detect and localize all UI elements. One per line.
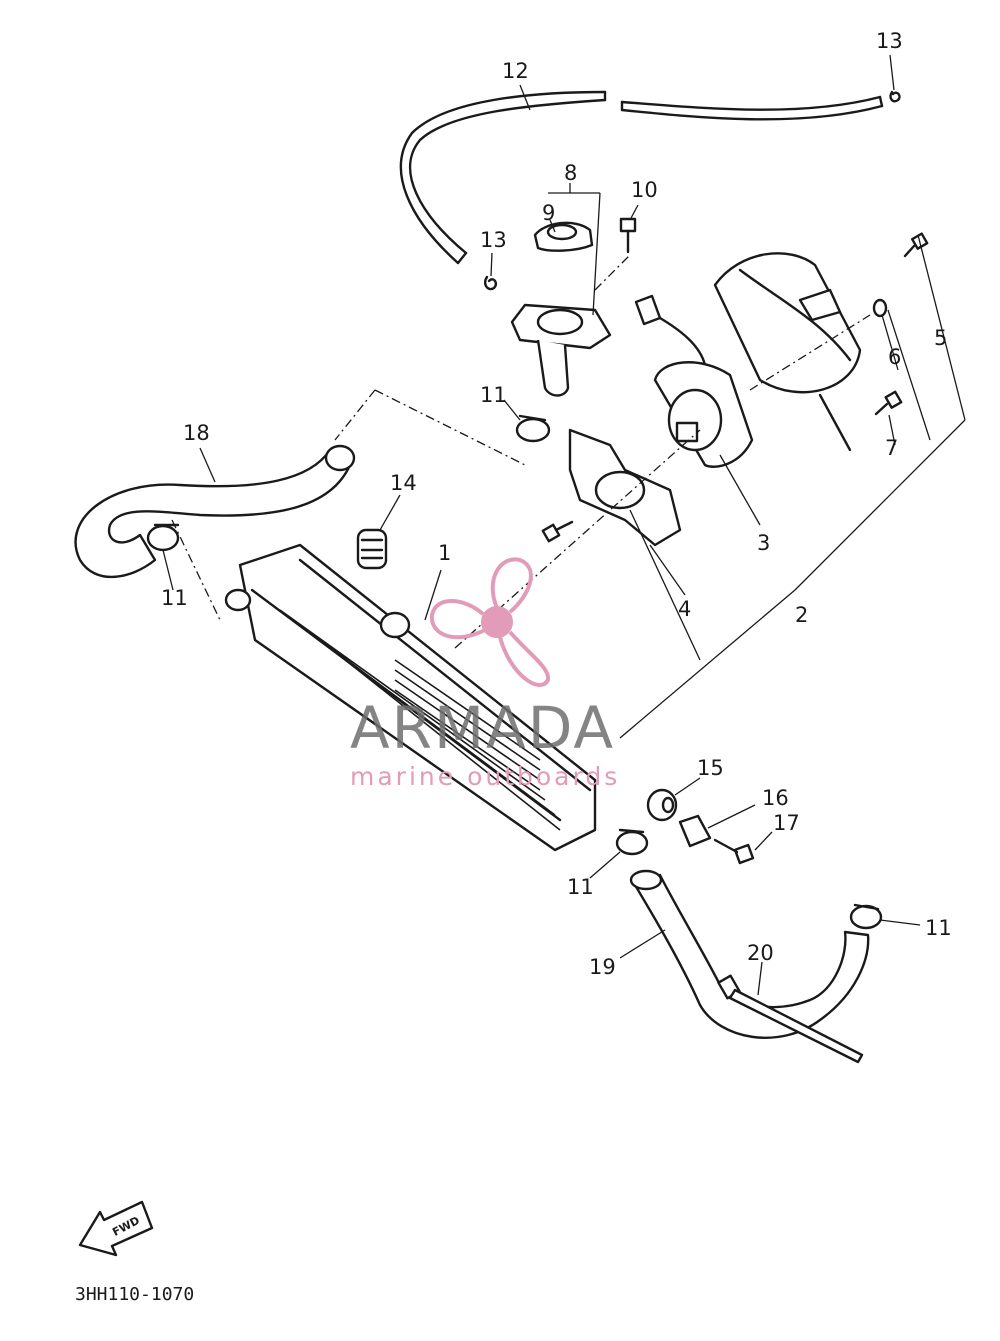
- callout-10: 10: [631, 178, 658, 202]
- fan-motor-screw: [874, 390, 903, 416]
- washer: [872, 298, 888, 318]
- leader-20: [757, 961, 763, 996]
- collar: [678, 814, 712, 848]
- callout-2: 2: [795, 603, 808, 627]
- rubber-grommet: [646, 788, 678, 822]
- callout-9: 9: [542, 201, 555, 225]
- fan-shroud-screw: [903, 232, 929, 258]
- fan-blade-bolt: [541, 520, 574, 543]
- fan-motor: [653, 361, 754, 468]
- leader-11b: [162, 549, 174, 591]
- leader-7: [888, 414, 896, 446]
- fan-motor-connector: [634, 294, 707, 367]
- assembly-line-1: [374, 389, 526, 466]
- watermark-tagline: marine outboards: [350, 762, 620, 791]
- callout-7: 7: [885, 436, 898, 460]
- callout-8: 8: [564, 161, 577, 185]
- callout-18: 18: [183, 421, 210, 445]
- radiator: [224, 543, 597, 852]
- leader-10: [629, 204, 639, 221]
- filler-bolt: [619, 217, 637, 254]
- breather-hose: [399, 90, 884, 265]
- hose-clip-top: [889, 90, 901, 103]
- leader-11a: [503, 399, 521, 421]
- leader-5: [887, 309, 931, 441]
- assembly-line-2: [334, 389, 376, 441]
- callout-16: 16: [762, 786, 789, 810]
- leader-13b: [490, 252, 493, 277]
- callout-4: 4: [678, 597, 691, 621]
- leader-3: [719, 454, 761, 526]
- filler-neck-clamp: [515, 414, 551, 443]
- leader-16: [707, 804, 756, 829]
- callout-19: 19: [589, 955, 616, 979]
- upper-hose-clamp: [146, 523, 180, 552]
- upper-radiator-hose: [74, 444, 356, 579]
- callout-14: 14: [390, 471, 417, 495]
- assembly-line-6: [749, 314, 871, 391]
- callout-17: 17: [773, 811, 800, 835]
- leader-17: [754, 831, 773, 851]
- hose-clip-mid: [483, 275, 498, 291]
- radiator-cap: [533, 221, 594, 252]
- cable-tie: [717, 974, 864, 1064]
- diagram-code: 3HH110-1070: [75, 1284, 194, 1305]
- watermark-brand: ARMADA: [350, 694, 615, 762]
- filler-neck: [510, 303, 612, 397]
- forward-direction-arrow: FWD: [78, 1200, 154, 1257]
- leader-2: [619, 234, 966, 739]
- leader-1: [424, 569, 442, 621]
- callout-20: 20: [747, 941, 774, 965]
- leader-4: [629, 509, 701, 661]
- callout-1: 1: [438, 541, 451, 565]
- callout-6: 6: [888, 345, 901, 369]
- leader-15: [674, 777, 701, 796]
- callout-11d: 11: [925, 916, 952, 940]
- callout-15: 15: [697, 756, 724, 780]
- radiator-pressure-cap: [356, 528, 388, 570]
- callout-12: 12: [502, 59, 529, 83]
- leader-8: [548, 183, 601, 316]
- leader-18: [199, 447, 216, 483]
- callout-3: 3: [757, 531, 770, 555]
- leader-13a: [889, 54, 895, 91]
- leader-12: [519, 84, 531, 111]
- leader-19: [619, 929, 666, 959]
- mounting-bolt: [713, 838, 755, 865]
- leader-14: [379, 494, 401, 531]
- callout-11b: 11: [161, 586, 188, 610]
- lower-hose-clamp-right: [849, 903, 883, 930]
- fan-blade: [568, 428, 682, 547]
- callout-5: 5: [934, 326, 947, 350]
- lower-hose-clamp-left: [615, 828, 649, 856]
- callout-11a: 11: [480, 383, 507, 407]
- leader-6: [881, 314, 899, 371]
- watermark-propeller-logo: [429, 557, 551, 687]
- assembly-line-5: [594, 254, 631, 291]
- callout-11c: 11: [567, 875, 594, 899]
- leader-9: [549, 219, 556, 233]
- assembly-line-4: [454, 429, 701, 649]
- leader-11d: [879, 919, 921, 926]
- fan-shroud: [713, 252, 862, 452]
- callout-13a: 13: [876, 29, 903, 53]
- leader-11c: [589, 851, 621, 879]
- callout-13b: 13: [480, 228, 507, 252]
